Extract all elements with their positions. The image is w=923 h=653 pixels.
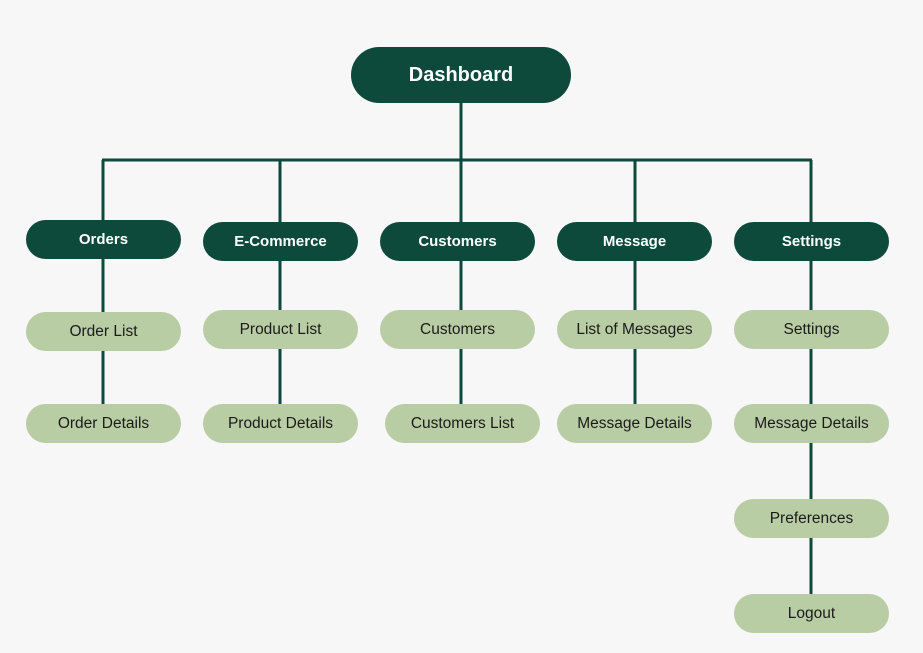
product-list-node[interactable]: Product List: [203, 310, 358, 349]
list-of-messages-node[interactable]: List of Messages: [557, 310, 712, 349]
product-details-node[interactable]: Product Details: [203, 404, 358, 443]
customers-list-node[interactable]: Customers List: [385, 404, 540, 443]
customers-leaf-node[interactable]: Customers: [380, 310, 535, 349]
settings-node[interactable]: Settings: [734, 222, 889, 261]
message-details-node[interactable]: Message Details: [557, 404, 712, 443]
ecommerce-node[interactable]: E-Commerce: [203, 222, 358, 261]
order-list-node[interactable]: Order List: [26, 312, 181, 351]
settings-leaf-node[interactable]: Settings: [734, 310, 889, 349]
logout-node[interactable]: Logout: [734, 594, 889, 633]
settings-message-details-node[interactable]: Message Details: [734, 404, 889, 443]
dashboard-node[interactable]: Dashboard: [351, 47, 571, 103]
customers-node[interactable]: Customers: [380, 222, 535, 261]
orders-node[interactable]: Orders: [26, 220, 181, 259]
message-node[interactable]: Message: [557, 222, 712, 261]
preferences-node[interactable]: Preferences: [734, 499, 889, 538]
order-details-node[interactable]: Order Details: [26, 404, 181, 443]
